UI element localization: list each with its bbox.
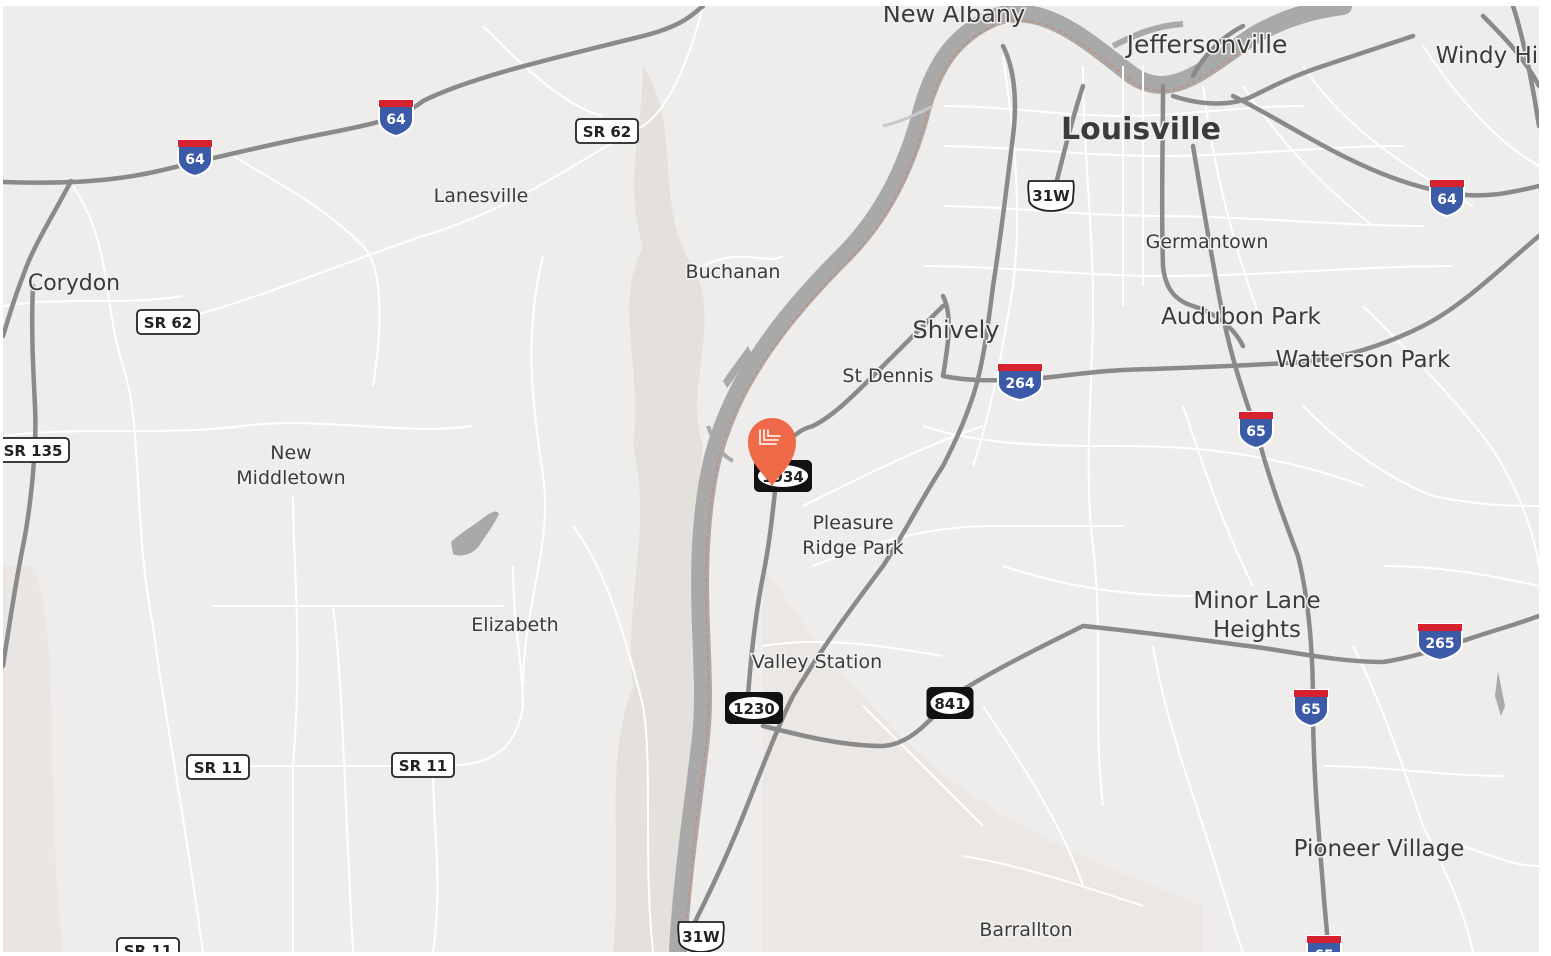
shield-ky841: 841: [926, 687, 974, 719]
place-label-lanesville: Lanesville: [434, 185, 529, 207]
shield-label: 64: [185, 152, 205, 168]
interstate-shield-band: [1430, 180, 1464, 187]
state-route-shield-icon: [186, 754, 250, 780]
place-label-windy-hills: Windy Hi: [1436, 43, 1538, 69]
state-route-shield-icon: [136, 309, 200, 335]
shield-label: 64: [386, 112, 406, 128]
shield-sr11-b: SR 11: [391, 752, 455, 778]
shield-us31w-a: 31W: [1027, 180, 1075, 212]
shield-label: 1230: [733, 700, 775, 718]
interstate-shield-band: [178, 140, 212, 147]
route-shields: 64 64 64 264 65 65 65 265 SR 62 SR 62 SR 135 SR 11 S…: [3, 99, 1465, 952]
lakes: [451, 346, 1505, 716]
shield-label: 65: [1246, 424, 1265, 440]
interstate-shield-icon: [1429, 179, 1465, 218]
place-label-new-albany: New Albany: [883, 6, 1025, 28]
interstate-shield-icon: [1417, 623, 1463, 662]
place-label-minor-lane-heights-1: Minor Lane: [1193, 588, 1320, 614]
shield-label: SR 11: [399, 757, 447, 775]
shield-label: 65: [1301, 702, 1320, 718]
shield-label: SR 11: [194, 759, 242, 777]
interstate-shield-icon: [378, 99, 414, 138]
interstate-shield-icon: [997, 363, 1043, 402]
us-route-shield-icon: [1027, 180, 1075, 212]
place-label-pioneer-village: Pioneer Village: [1294, 836, 1465, 862]
place-label-audubon-park: Audubon Park: [1161, 304, 1321, 330]
state-route-shield-icon: [575, 118, 639, 144]
shield-label: SR 62: [583, 123, 631, 141]
shield-label: 31W: [1032, 187, 1070, 205]
county-route-shield-inner: [930, 692, 970, 714]
shield-label: SR 135: [4, 442, 63, 460]
place-label-jeffersonville: Jeffersonville: [1125, 30, 1288, 59]
shield-sr11-a: SR 11: [186, 754, 250, 780]
place-label-buchanan: Buchanan: [686, 261, 781, 283]
terrain-hillshade: [3, 66, 1203, 952]
shield-i64-c: 64: [1429, 179, 1465, 218]
interstate-shield-icon: [177, 139, 213, 178]
map-canvas[interactable]: 64 64 64 264 65 65 65 265 SR 62 SR 62 SR 135 SR 11 S…: [3, 6, 1539, 952]
interstate-shield-band: [1294, 690, 1328, 697]
interstate-shield-band: [379, 100, 413, 107]
shield-i64-a: 64: [177, 139, 213, 178]
interstate-shield-band: [1239, 412, 1273, 419]
place-label-corydon: Corydon: [28, 271, 120, 296]
place-label-pleasure-ridge-park-1: Pleasure: [812, 512, 893, 534]
shield-us31w-b: 31W: [677, 921, 725, 952]
place-label-st-dennis: St Dennis: [842, 365, 933, 387]
shield-label: 265: [1425, 636, 1454, 652]
shield-sr11-c: SR 11: [116, 937, 180, 952]
place-label-elizabeth: Elizabeth: [471, 614, 558, 636]
state-route-shield-icon: [3, 437, 70, 463]
shield-label: 31W: [682, 928, 720, 946]
shield-label: 65: [1314, 948, 1333, 952]
location-marker[interactable]: [748, 418, 796, 486]
place-label-barrallton: Barrallton: [979, 919, 1072, 941]
place-label-new-middletown-1: New: [270, 442, 311, 464]
interstate-shield-icon: [1293, 689, 1329, 728]
place-label-valley-station: Valley Station: [752, 651, 882, 673]
place-label-watterson-park: Watterson Park: [1276, 347, 1451, 373]
interstate-shield-icon: [1238, 411, 1274, 450]
shield-sr62-a: SR 62: [575, 118, 639, 144]
shield-label: SR 11: [124, 942, 172, 952]
place-label-louisville: Louisville: [1061, 112, 1221, 147]
shield-label: 264: [1005, 376, 1034, 392]
shield-i264: 264: [997, 363, 1043, 402]
shield-label: 64: [1437, 192, 1457, 208]
shield-i64-b: 64: [378, 99, 414, 138]
state-route-shield-icon: [391, 752, 455, 778]
shield-sr135: SR 135: [3, 437, 70, 463]
interstate-shield-band: [998, 364, 1042, 371]
shield-label: SR 62: [144, 314, 192, 332]
shield-ky1230: 1230: [725, 692, 783, 724]
shield-label: 841: [934, 695, 965, 713]
state-route-shield-icon: [116, 937, 180, 952]
place-label-germantown: Germantown: [1146, 231, 1269, 253]
interstate-shield-band: [1418, 624, 1462, 631]
shield-i65-c: 65: [1306, 935, 1342, 952]
county-route-shield-inner: [729, 697, 779, 719]
place-label-pleasure-ridge-park-2: Ridge Park: [802, 537, 903, 559]
shield-i65-b: 65: [1293, 689, 1329, 728]
shield-i65-a: 65: [1238, 411, 1274, 450]
shield-i265: 265: [1417, 623, 1463, 662]
railroad: [882, 104, 934, 128]
map-pin-logo-icon: [759, 429, 781, 445]
shield-sr62-b: SR 62: [136, 309, 200, 335]
place-label-minor-lane-heights-2: Heights: [1213, 617, 1301, 643]
place-label-new-middletown-2: Middletown: [236, 467, 345, 489]
place-label-shively: Shively: [913, 316, 1000, 344]
map-view[interactable]: 64 64 64 264 65 65 65 265 SR 62 SR 62 SR 135 SR 11 S…: [3, 6, 1539, 952]
interstate-shield-band: [1307, 936, 1341, 943]
